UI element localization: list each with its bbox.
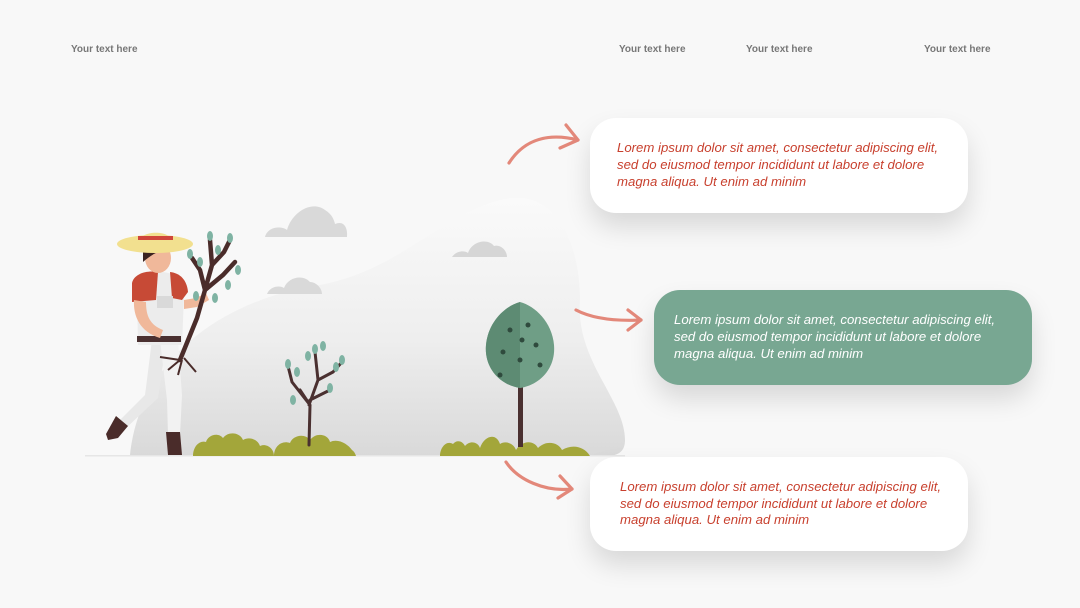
sapling-icon xyxy=(285,341,345,447)
bush-icon xyxy=(440,436,590,456)
background-blob xyxy=(130,197,625,456)
tree-icon xyxy=(485,302,555,447)
text-card-2: Lorem ipsum dolor sit amet, consectetur … xyxy=(654,290,1032,385)
header-label-1: Your text here xyxy=(71,44,138,55)
bush-icon xyxy=(274,434,356,456)
text-card-3: Lorem ipsum dolor sit amet, consectetur … xyxy=(590,457,968,551)
cloud-icon xyxy=(267,277,322,294)
card-text-1: Lorem ipsum dolor sit amet, consectetur … xyxy=(617,140,939,189)
arrow-icon xyxy=(507,123,580,165)
card-text-3: Lorem ipsum dolor sit amet, consectetur … xyxy=(620,478,942,528)
cloud-icon xyxy=(452,241,507,257)
text-card-1: Lorem ipsum dolor sit amet, consectetur … xyxy=(590,118,968,213)
cloud-icon xyxy=(265,206,348,237)
gardener-illustration xyxy=(106,231,241,455)
header-label-2: Your text here xyxy=(619,44,686,55)
bush-icon xyxy=(193,433,274,456)
header-label-4: Your text here xyxy=(924,44,991,55)
arrow-icon xyxy=(574,308,643,332)
arrow-icon xyxy=(504,460,574,500)
card-text-2: Lorem ipsum dolor sit amet, consectetur … xyxy=(674,312,996,361)
header-label-3: Your text here xyxy=(746,44,813,55)
